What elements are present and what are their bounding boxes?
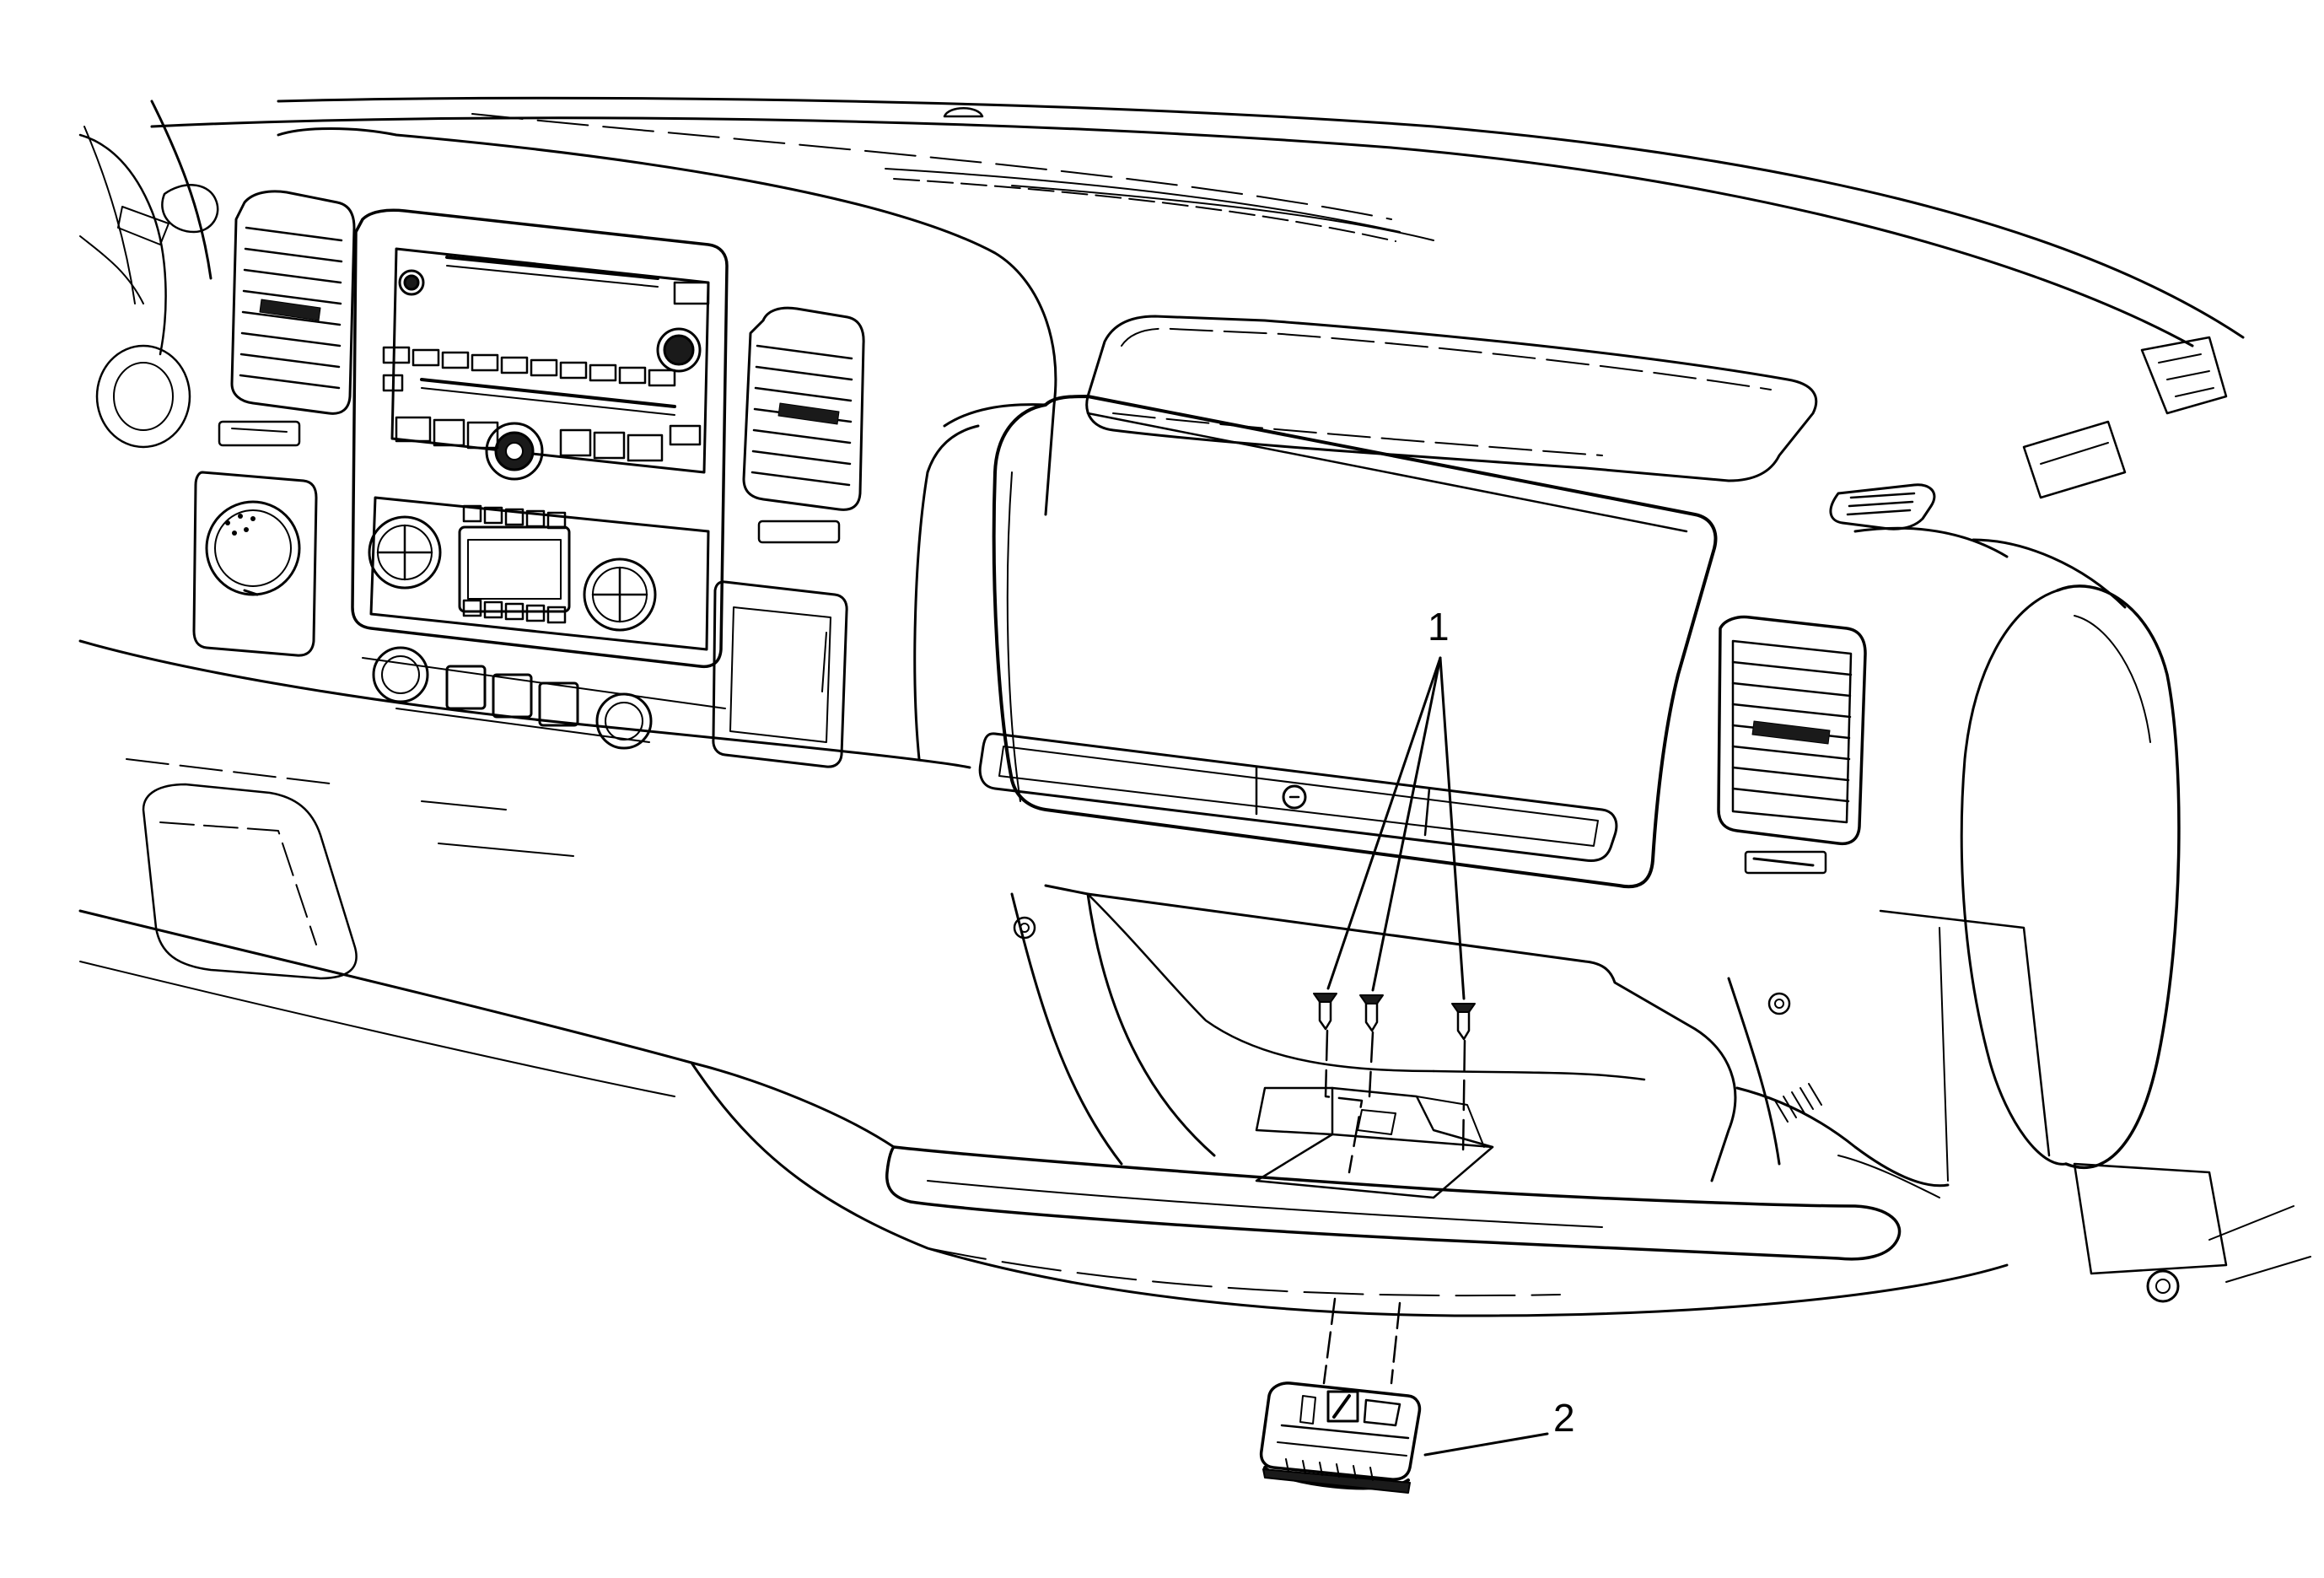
retainer-3 (1451, 1003, 1476, 1041)
leader-line-1c (1439, 656, 1466, 1000)
center-stack (351, 208, 729, 750)
radio-tune-knob (485, 422, 544, 481)
dash-body (78, 127, 2009, 1317)
leader-line-1b (1371, 656, 1442, 992)
hazard-switch (218, 420, 301, 447)
right-air-vent (1717, 615, 1867, 875)
callout-label-2: 2 (1553, 1396, 1575, 1440)
callout-label-1: 1 (1428, 605, 1450, 649)
headlamp-switch-panel (192, 471, 318, 657)
dash-top-surface (83, 96, 2245, 347)
hvac-display (458, 525, 571, 613)
radio-volume-knob (656, 327, 702, 373)
leader-line-2 (1423, 1432, 1549, 1457)
glove-box-lamp-switch (1259, 1297, 1549, 1494)
storage-pocket (712, 580, 848, 768)
right-end-cap (1853, 336, 2311, 1303)
glove-box-lock (1282, 784, 1307, 810)
sunload-sensor (943, 107, 984, 118)
leader-line-1a (1326, 656, 1442, 990)
hvac-control-panel (369, 496, 710, 651)
retainer-1 (1313, 993, 1337, 1031)
headlamp-knob (205, 500, 301, 596)
glove-box-bin-rim (885, 1145, 1902, 1261)
lower-left-knob (372, 646, 429, 703)
glove-box-bin (885, 884, 1950, 1261)
passenger-airbag-indicator (757, 520, 841, 544)
left-air-vent (218, 190, 356, 447)
small-defrost-vent (1829, 483, 1936, 530)
mounting-bolt (2146, 1269, 2180, 1303)
glove-box-latch-handle (978, 732, 1618, 862)
cluster-area (78, 133, 219, 449)
hvac-right-dial (583, 557, 657, 632)
center-right-air-vent (712, 306, 865, 768)
retainers (1313, 656, 1476, 1174)
glove-box-door (913, 395, 1718, 889)
hvac-left-dial (368, 515, 442, 590)
knee-panel (142, 783, 358, 980)
retainer-2 (1359, 994, 1384, 1032)
passenger-airbag-door (1085, 315, 1818, 482)
